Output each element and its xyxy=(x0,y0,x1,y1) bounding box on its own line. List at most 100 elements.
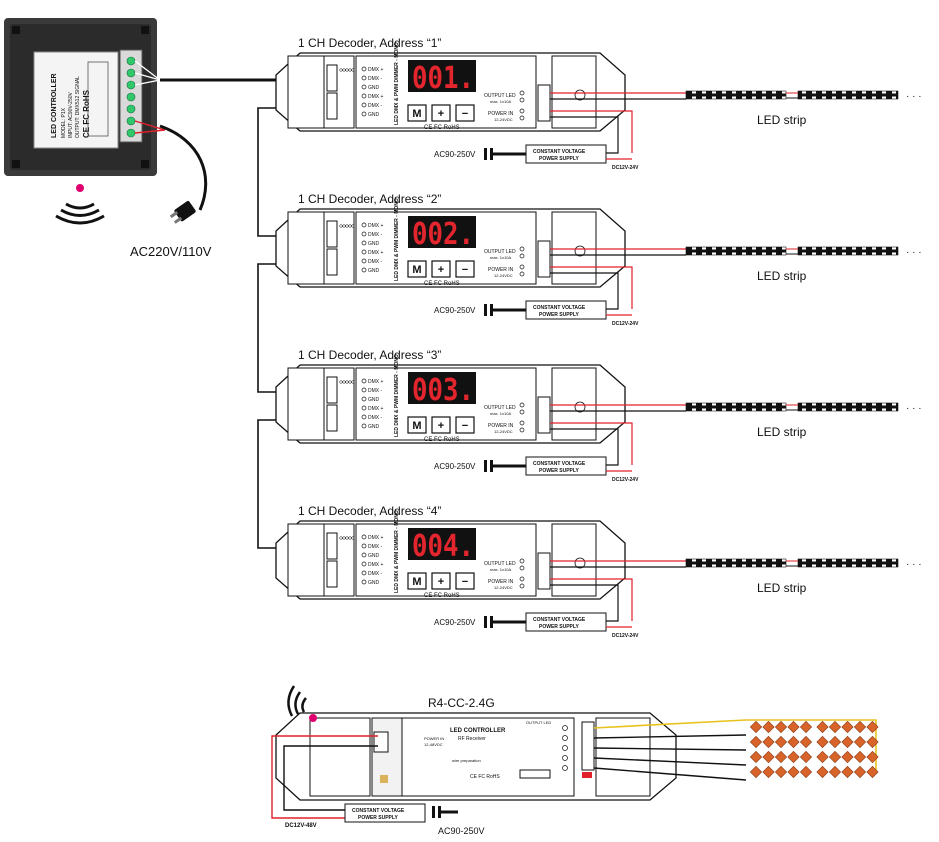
mode-button[interactable] xyxy=(407,416,427,434)
dmx-terminal xyxy=(326,248,338,276)
pin-icon xyxy=(361,534,367,540)
dmx-pin-label: GND xyxy=(368,580,380,586)
ac-plug-icon xyxy=(484,304,526,316)
pin-icon xyxy=(361,93,367,99)
dmx-pin-label: DMX + xyxy=(368,562,384,568)
pin-icon xyxy=(361,396,367,402)
led-strip-segment xyxy=(797,402,899,412)
mode-button[interactable] xyxy=(407,572,427,590)
pin-icon xyxy=(519,565,525,571)
dmx-pin-label: DMX - xyxy=(368,232,383,238)
minus-button[interactable] xyxy=(455,260,475,278)
led-chip-icon xyxy=(841,735,854,749)
mode-button-label: M xyxy=(412,264,421,276)
decoder-title: 1 CH Decoder, Address “2” xyxy=(298,192,441,206)
led-chip-icon xyxy=(762,735,775,749)
led-chip-icon xyxy=(841,765,854,779)
led-chip-icon xyxy=(774,750,788,764)
decoder-unit: 1 CH Decoder, Address “2”DMX +DMX -GNDDM… xyxy=(275,192,922,327)
plus-button[interactable] xyxy=(431,572,451,590)
receiver-subtitle: RF Receiver xyxy=(458,736,486,742)
dmx-pin-label: DMX + xyxy=(368,94,384,100)
decoder-unit: 1 CH Decoder, Address “1”DMX +DMX -GNDDM… xyxy=(275,36,922,171)
dc-voltage-label: DC12V-24V xyxy=(612,633,639,639)
controller-output: OUTPUT: DMX512 SIGNAL xyxy=(75,76,81,138)
dmx-pin-label: GND xyxy=(368,424,380,430)
mode-button[interactable] xyxy=(407,260,427,278)
minus-button-label: − xyxy=(462,420,468,432)
plus-button[interactable] xyxy=(431,416,451,434)
dc-wire-positive xyxy=(550,266,633,309)
minus-button[interactable] xyxy=(455,104,475,122)
pin-icon xyxy=(361,258,367,264)
power-voltage-label: 12-24VDC xyxy=(494,429,513,434)
output-terminal xyxy=(537,396,551,434)
dmx-pin-label: GND xyxy=(368,112,380,118)
minus-button[interactable] xyxy=(455,572,475,590)
power-plug-icon xyxy=(169,200,196,224)
dmx-pin-label: DMX + xyxy=(368,67,384,73)
dmx-pin-label: GND xyxy=(368,268,380,274)
plus-button[interactable] xyxy=(431,260,451,278)
receiver-psu-line2: POWER SUPPLY xyxy=(358,815,398,821)
segment-display xyxy=(408,372,476,404)
dmx-pin-label: DMX - xyxy=(368,544,383,550)
pin-icon xyxy=(361,240,367,246)
pin-icon xyxy=(361,579,367,585)
led-chip-icon xyxy=(841,720,854,734)
output-terminal xyxy=(537,240,551,278)
receiver-dip-switch xyxy=(519,769,551,779)
led-chip-icon xyxy=(749,735,763,749)
led-strip-segment xyxy=(797,558,899,568)
led-chip-icon xyxy=(749,750,763,764)
power-in-label: POWER IN xyxy=(488,423,514,429)
led-chip-icon xyxy=(828,765,842,779)
terminal-screws xyxy=(126,56,136,138)
led-chip-icon xyxy=(853,750,867,764)
psu-line2: POWER SUPPLY xyxy=(539,468,579,474)
dmx-pin-label: DMX + xyxy=(368,250,384,256)
led-matrix-wires xyxy=(593,719,877,781)
pin-icon xyxy=(361,231,367,237)
led-chip-icon xyxy=(774,735,788,749)
psu-line1: CONSTANT VOLTAGE xyxy=(533,461,586,467)
dc-wire-positive xyxy=(550,578,633,621)
led-strip-segment xyxy=(797,90,899,100)
led-chip-icon xyxy=(816,735,829,749)
dmx-terminal xyxy=(326,404,338,432)
led-chip-icon xyxy=(787,720,800,734)
receiver-name: LED CONTROLLER xyxy=(450,728,506,734)
dmx-pin-label: DMX - xyxy=(368,388,383,394)
dc-wire-negative xyxy=(550,116,619,154)
led-chip-icon xyxy=(749,720,763,734)
decoder-cert: CE FC RoHS xyxy=(424,125,460,131)
led-chip-icon xyxy=(828,720,842,734)
led-chip-icon xyxy=(816,765,829,779)
decoder-cert: CE FC RoHS xyxy=(424,281,460,287)
decoder-cert: CE FC RoHS xyxy=(424,437,460,443)
pin-icon xyxy=(361,222,367,228)
plus-button[interactable] xyxy=(431,104,451,122)
dmx-pin-label: GND xyxy=(368,553,380,559)
decoder-list: 1 CH Decoder, Address “1”DMX +DMX -GNDDM… xyxy=(275,36,922,639)
led-chip-icon xyxy=(799,735,813,749)
decoder-vertical-label: LED DMX & PWM DIMMER - MONO xyxy=(394,354,400,437)
led-chip-icon xyxy=(828,735,842,749)
receiver-ac-plug-icon xyxy=(432,806,458,818)
led-strip-segment xyxy=(685,402,787,412)
psu-line1: CONSTANT VOLTAGE xyxy=(533,617,586,623)
led-chip-icon xyxy=(841,750,854,764)
minus-button[interactable] xyxy=(455,416,475,434)
led-strip-label: LED strip xyxy=(757,269,807,283)
dmx-daisy-chain xyxy=(257,107,282,549)
dc-wire-negative xyxy=(550,272,619,310)
dmx-terminal xyxy=(326,376,338,404)
pin-icon xyxy=(361,387,367,393)
psu-line2: POWER SUPPLY xyxy=(539,156,579,162)
pin-icon xyxy=(519,90,525,96)
dmx-terminal xyxy=(326,560,338,588)
pin-icon xyxy=(361,75,367,81)
mode-button[interactable] xyxy=(407,104,427,122)
led-chip-icon xyxy=(866,765,879,779)
